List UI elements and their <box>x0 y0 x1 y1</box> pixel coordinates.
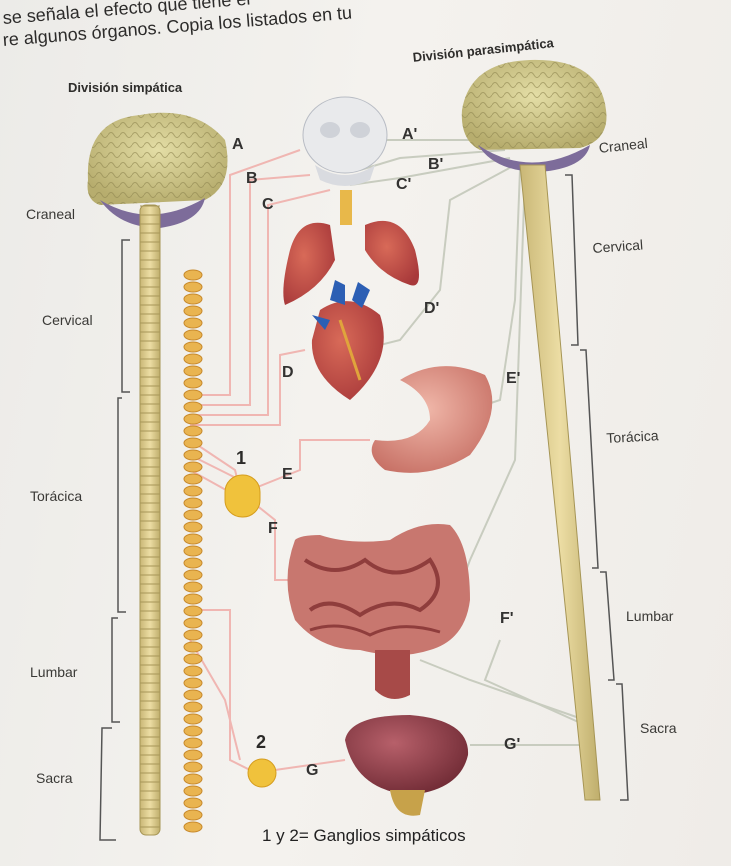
left-region-sacra: Sacra <box>36 770 73 786</box>
chain-bead <box>184 810 202 820</box>
label-f: F <box>268 520 278 538</box>
label-f-prime: F' <box>500 610 514 628</box>
heart <box>312 280 384 400</box>
ganglion-2 <box>248 759 276 787</box>
chain-bead <box>184 426 202 436</box>
chain-bead <box>184 702 202 712</box>
caption: 1 y 2= Ganglios simpáticos <box>262 826 466 846</box>
chain-bead <box>184 294 202 304</box>
left-region-cervical: Cervical <box>42 312 93 328</box>
chain-bead <box>184 534 202 544</box>
sympathetic-nerves <box>190 150 370 770</box>
right-region-sacra: Sacra <box>640 720 677 736</box>
chain-bead <box>184 654 202 664</box>
chain-bead <box>184 642 202 652</box>
label-g: G <box>306 762 318 780</box>
ganglion-1-number: 1 <box>236 448 246 469</box>
lungs <box>283 190 419 305</box>
chain-bead <box>184 462 202 472</box>
chain-bead <box>184 306 202 316</box>
label-c-prime: C' <box>396 176 411 194</box>
right-spinal-cord <box>520 165 600 800</box>
chain-bead <box>184 402 202 412</box>
right-brain <box>462 60 607 172</box>
label-d: D <box>282 364 294 382</box>
left-region-craneal: Craneal <box>26 206 75 222</box>
chain-bead <box>184 558 202 568</box>
chain-bead <box>184 318 202 328</box>
chain-bead <box>184 726 202 736</box>
sympathetic-header: División simpática <box>68 80 182 95</box>
chain-bead <box>184 570 202 580</box>
label-g-prime: G' <box>504 736 520 754</box>
chain-bead <box>184 678 202 688</box>
label-e-prime: E' <box>506 370 520 388</box>
chain-bead <box>184 762 202 772</box>
chain-bead <box>184 486 202 496</box>
intestines <box>288 524 471 699</box>
chain-bead <box>184 798 202 808</box>
chain-bead <box>184 774 202 784</box>
chain-bead <box>184 594 202 604</box>
chain-bead <box>184 498 202 508</box>
label-a: A <box>232 136 244 154</box>
head-glands <box>303 97 387 186</box>
label-c: C <box>262 196 274 214</box>
chain-bead <box>184 510 202 520</box>
left-region-toracica: Torácica <box>30 488 82 504</box>
sympathetic-chain <box>184 270 202 832</box>
chain-bead <box>184 354 202 364</box>
chain-bead <box>184 414 202 424</box>
chain-bead <box>184 714 202 724</box>
chain-bead <box>184 630 202 640</box>
chain-bead <box>184 666 202 676</box>
chain-bead <box>184 474 202 484</box>
chain-bead <box>184 750 202 760</box>
chain-bead <box>184 786 202 796</box>
label-e: E <box>282 466 293 484</box>
chain-bead <box>184 606 202 616</box>
ganglion-1 <box>225 475 260 517</box>
chain-bead <box>184 390 202 400</box>
label-d-prime: D' <box>424 300 439 318</box>
chain-bead <box>184 378 202 388</box>
chain-bead <box>184 522 202 532</box>
chain-bead <box>184 438 202 448</box>
chain-bead <box>184 738 202 748</box>
right-region-lumbar: Lumbar <box>626 608 673 624</box>
chain-bead <box>184 282 202 292</box>
label-b: B <box>246 170 258 188</box>
chain-bead <box>184 690 202 700</box>
chain-bead <box>184 582 202 592</box>
chain-bead <box>184 342 202 352</box>
chain-bead <box>184 822 202 832</box>
label-a-prime: A' <box>402 126 417 144</box>
stomach <box>372 366 493 473</box>
chain-bead <box>184 618 202 628</box>
ganglion-2-number: 2 <box>256 732 266 753</box>
left-region-lumbar: Lumbar <box>30 664 77 680</box>
chain-bead <box>184 450 202 460</box>
right-region-toracica: Torácica <box>606 427 659 446</box>
chain-bead <box>184 366 202 376</box>
label-b-prime: B' <box>428 156 443 174</box>
bladder <box>345 715 468 816</box>
chain-bead <box>184 330 202 340</box>
chain-bead <box>184 270 202 280</box>
chain-bead <box>184 546 202 556</box>
